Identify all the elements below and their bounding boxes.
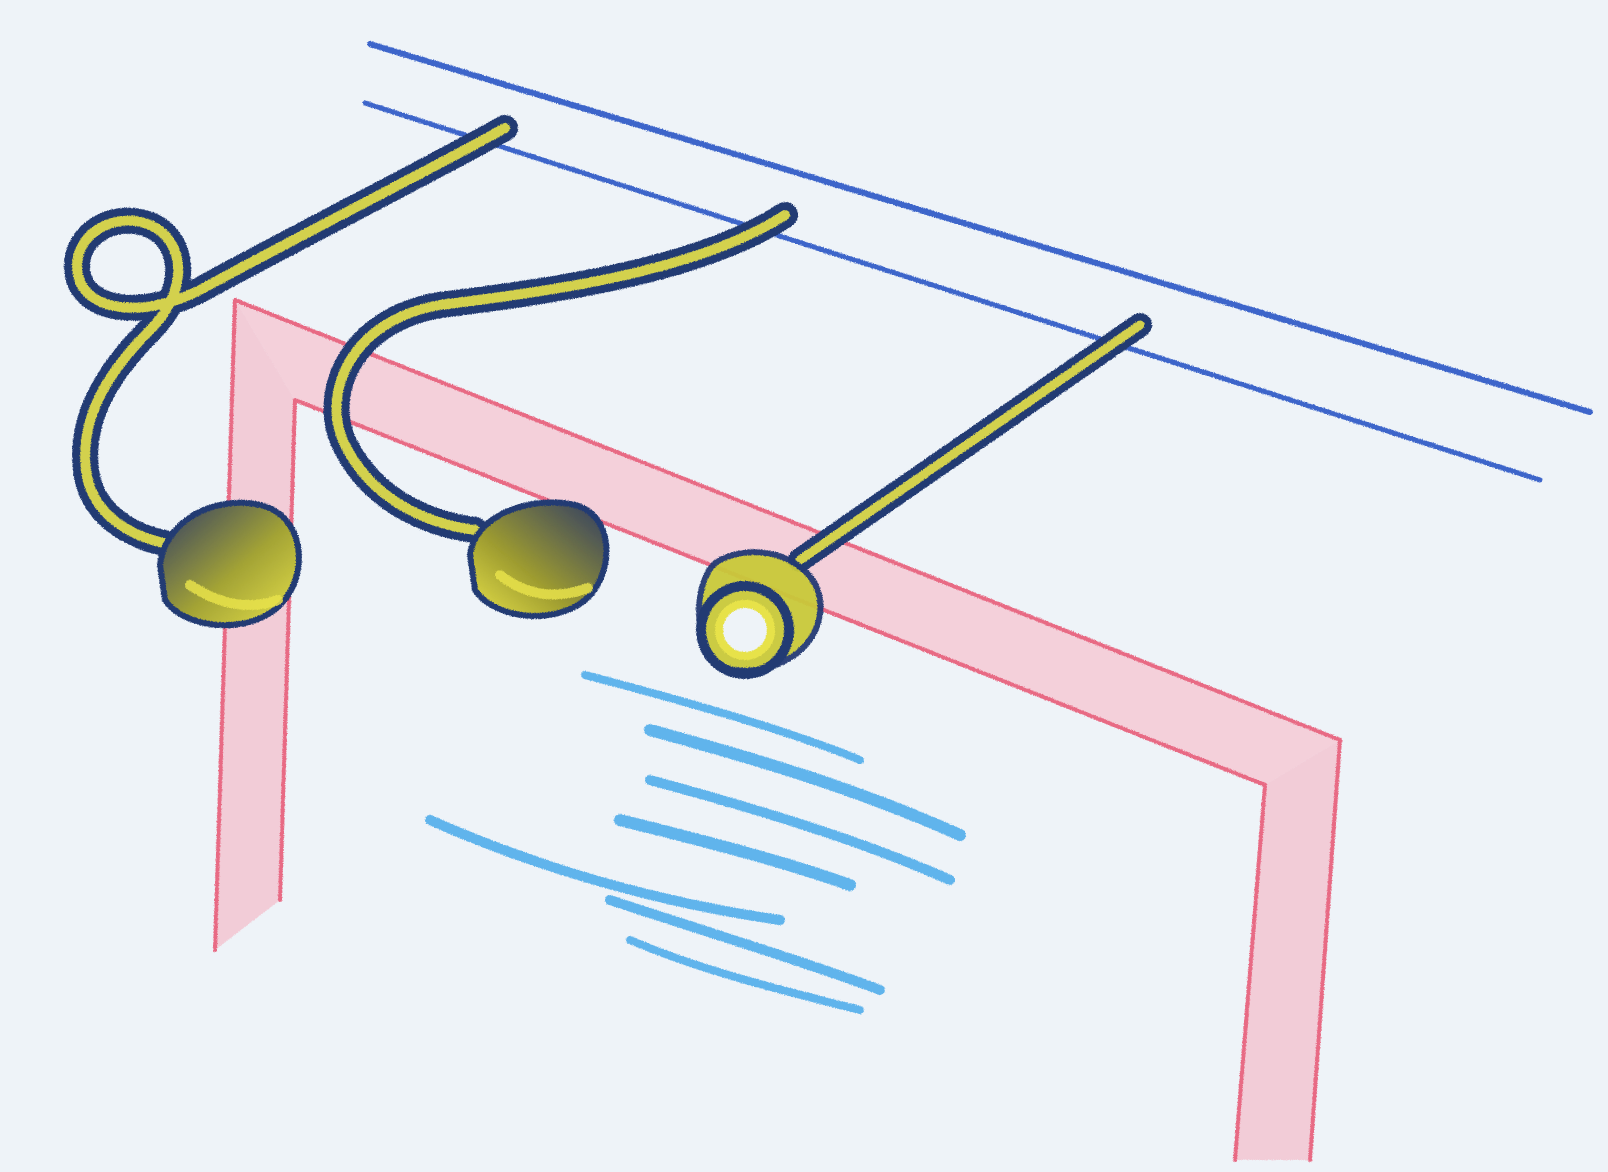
tip-right-ring-inner <box>719 604 771 656</box>
tip-middle-shape <box>470 502 606 616</box>
tip-left <box>160 503 299 625</box>
tip-middle <box>470 502 606 616</box>
